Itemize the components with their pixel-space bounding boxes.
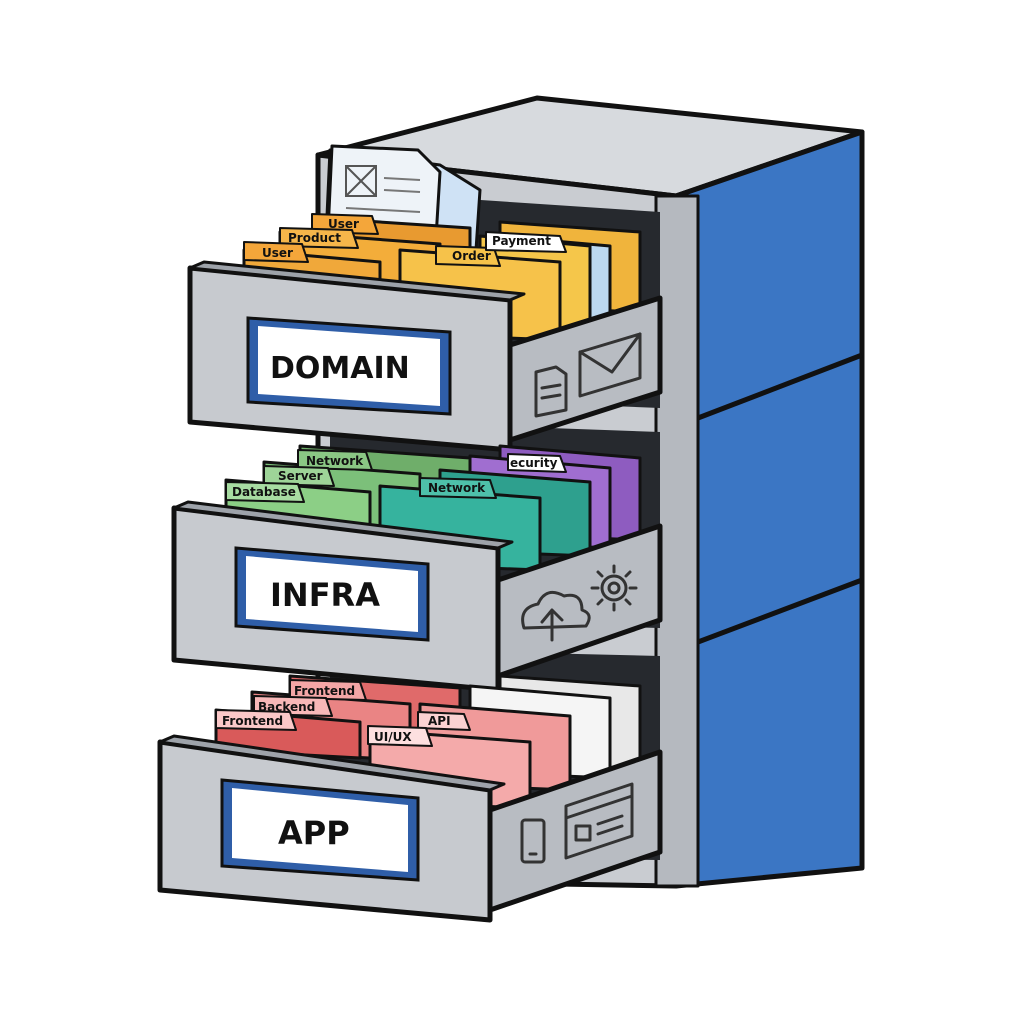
drawer-label-infra: INFRA — [234, 546, 430, 642]
tab-label: API — [428, 714, 451, 728]
image-placeholder-icon — [345, 165, 377, 197]
tab-infra-5[interactable]: ecurity — [507, 453, 567, 473]
tab-app-3[interactable]: Frontend — [215, 709, 297, 731]
tab-domain-3[interactable]: User — [243, 241, 309, 263]
tab-label: Backend — [258, 700, 315, 714]
tab-label: User — [328, 217, 359, 231]
tab-label: Product — [288, 231, 341, 245]
tab-app-4[interactable]: API — [417, 711, 471, 731]
tab-label: Frontend — [294, 684, 355, 698]
drawer-label-app: APP — [220, 778, 420, 882]
drawer-label-text: INFRA — [270, 576, 380, 614]
tab-label: Server — [278, 469, 323, 483]
gear-icon — [590, 564, 638, 612]
tab-infra-4[interactable]: Network — [419, 477, 497, 499]
tab-label: Network — [306, 454, 364, 468]
tab-domain-5[interactable]: Payment — [485, 231, 567, 253]
drawer-label-domain: DOMAIN — [246, 316, 452, 416]
tab-app-1[interactable]: Frontend — [289, 679, 367, 701]
tab-app-5[interactable]: UI/UX — [367, 725, 433, 747]
cloud-upload-icon — [521, 590, 591, 642]
drawer-label-text: DOMAIN — [270, 351, 410, 386]
tab-label: User — [262, 246, 293, 260]
browser-window-icon — [564, 782, 634, 860]
mobile-icon — [520, 818, 546, 864]
drawer-app[interactable]: Frontend Backend Frontend API UI/UX — [157, 674, 663, 923]
tab-label: Frontend — [222, 714, 283, 728]
drawer-label-text: APP — [278, 814, 350, 852]
tab-label: Payment — [492, 234, 551, 248]
tab-infra-1[interactable]: Network — [297, 449, 373, 471]
tab-label: ecurity — [510, 456, 558, 470]
tab-label: Network — [428, 481, 486, 495]
drawer-infra[interactable]: Network Server Database Network ecurity — [171, 444, 663, 693]
side-divider-2 — [697, 577, 863, 645]
drawer-domain[interactable]: User Product User Order Payment — [187, 213, 663, 453]
tab-label: Database — [232, 485, 296, 499]
cabinet-side — [673, 129, 865, 889]
document-icon — [534, 365, 568, 418]
tab-infra-2[interactable]: Server — [263, 465, 335, 487]
tab-label: Order — [452, 249, 491, 263]
tab-domain-4[interactable]: Order — [435, 245, 501, 267]
envelope-icon — [578, 332, 642, 398]
side-divider-1 — [697, 352, 863, 421]
tab-infra-3[interactable]: Database — [225, 481, 305, 503]
tab-label: UI/UX — [374, 730, 412, 744]
